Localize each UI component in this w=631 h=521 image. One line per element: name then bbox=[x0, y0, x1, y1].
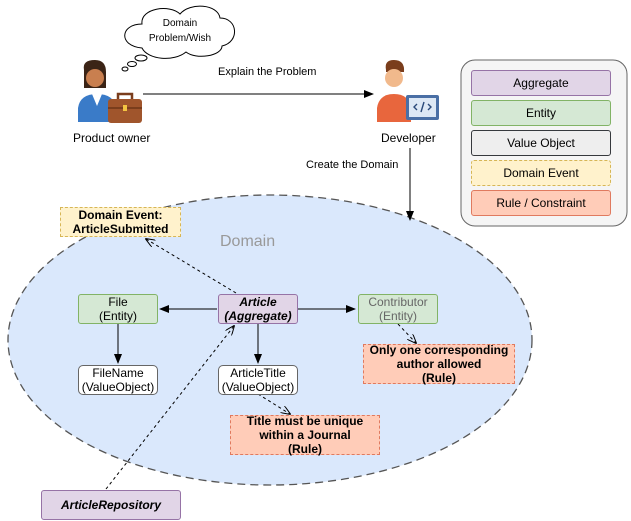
developer-icon bbox=[377, 60, 439, 122]
legend-rule-label: Rule / Constraint bbox=[496, 196, 586, 210]
legend-aggregate-label: Aggregate bbox=[513, 76, 569, 90]
thought-cloud bbox=[121, 5, 235, 72]
articletitle-value-object-node: ArticleTitle (ValueObject) bbox=[218, 365, 298, 395]
contributor-entity-node: Contributor (Entity) bbox=[358, 294, 438, 324]
explain-problem-label: Explain the Problem bbox=[218, 66, 317, 78]
file-line-2: (Entity) bbox=[98, 309, 137, 323]
repository-article-connector bbox=[105, 326, 234, 490]
contributor-line-2: (Entity) bbox=[378, 309, 417, 323]
article-aggregate-node: Article (Aggregate) bbox=[218, 294, 298, 324]
event-line-2: ArticleSubmitted bbox=[72, 222, 169, 236]
filename-line-2: (ValueObject) bbox=[81, 380, 155, 394]
domain-ellipse bbox=[7, 194, 533, 486]
contributor-line-1: Contributor bbox=[368, 295, 428, 309]
rule-title-line-2: within a Journal bbox=[259, 428, 351, 442]
event-line-1: Domain Event: bbox=[78, 208, 163, 222]
thought-line-2: Problem/Wish bbox=[148, 33, 212, 44]
contributor-rule-connector bbox=[397, 323, 416, 343]
legend-value-object: Value Object bbox=[471, 130, 611, 156]
file-entity-node: File (Entity) bbox=[78, 294, 158, 324]
product-owner-label: Product owner bbox=[73, 131, 151, 145]
rule-title-node: Title must be unique within a Journal (R… bbox=[230, 414, 380, 456]
create-domain-label: Create the Domain bbox=[306, 159, 399, 171]
product-owner-icon bbox=[78, 60, 142, 123]
rule-author-node: Only one corresponding author allowed (R… bbox=[363, 343, 515, 385]
articletitle-line-1: ArticleTitle bbox=[230, 366, 286, 380]
domain-title: Domain bbox=[220, 233, 276, 250]
rule-author-line-2: author allowed bbox=[396, 357, 482, 371]
legend-entity: Entity bbox=[471, 100, 611, 126]
file-line-1: File bbox=[108, 295, 128, 309]
title-rule-connector bbox=[257, 393, 290, 414]
legend-domain-event-label: Domain Event bbox=[503, 166, 579, 180]
filename-line-1: FileName bbox=[92, 366, 144, 380]
rule-author-line-3: (Rule) bbox=[422, 371, 456, 385]
legend-entity-label: Entity bbox=[525, 106, 556, 120]
repository-label: ArticleRepository bbox=[60, 498, 162, 512]
rule-title-line-1: Title must be unique bbox=[246, 414, 364, 428]
legend-aggregate: Aggregate bbox=[471, 70, 611, 96]
legend-value-object-label: Value Object bbox=[507, 136, 575, 150]
thought-text: Domain Problem/Wish bbox=[137, 14, 223, 48]
domain-event-node: Domain Event: ArticleSubmitted bbox=[60, 207, 181, 237]
legend-domain-event: Domain Event bbox=[471, 160, 611, 186]
article-line-1: Article bbox=[239, 295, 277, 309]
filename-value-object-node: FileName (ValueObject) bbox=[78, 365, 158, 395]
rule-author-line-1: Only one corresponding bbox=[369, 343, 509, 357]
rule-title-line-3: (Rule) bbox=[288, 442, 322, 456]
legend-rule: Rule / Constraint bbox=[471, 190, 611, 216]
thought-line-1: Domain bbox=[162, 18, 198, 29]
articletitle-line-2: (ValueObject) bbox=[221, 380, 295, 394]
developer-label: Developer bbox=[381, 131, 436, 145]
article-repository-node: ArticleRepository bbox=[41, 490, 181, 520]
article-line-2: (Aggregate) bbox=[224, 309, 292, 323]
